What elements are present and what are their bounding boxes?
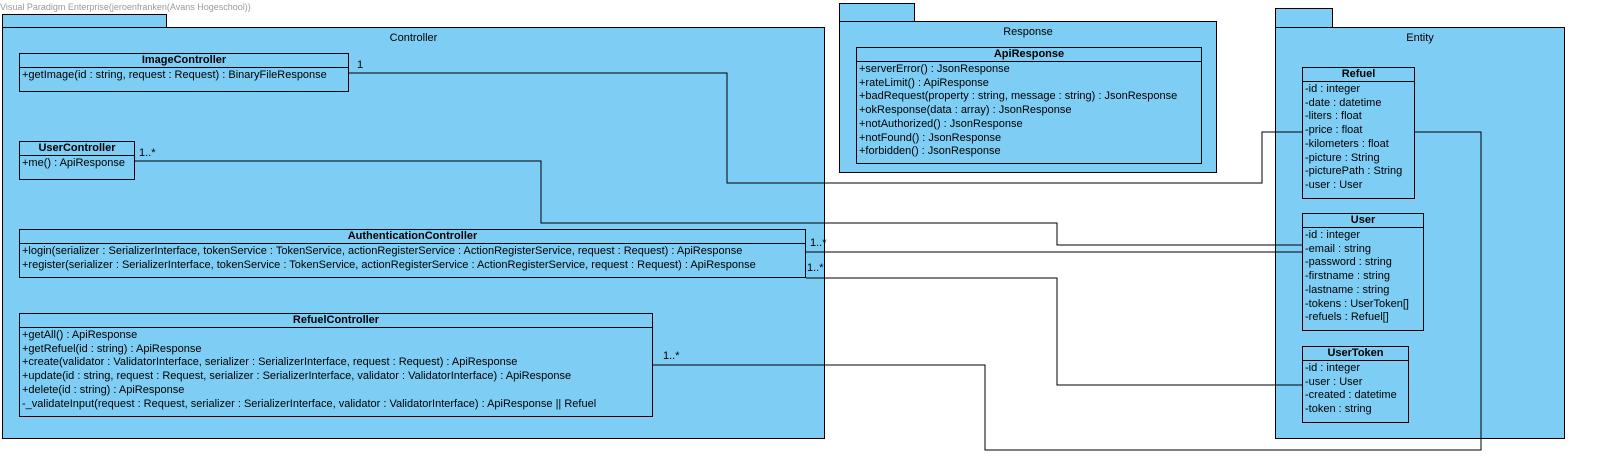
class-method: +create(validator : ValidatorInterface, …: [22, 356, 518, 369]
user-controller-class[interactable]: UserController +me() : ApiResponse: [19, 141, 135, 180]
class-attribute: -price : float: [1305, 124, 1363, 137]
authentication-controller-class[interactable]: AuthenticationController +login(serializ…: [19, 229, 806, 278]
class-method: +login(serializer : SerializerInterface,…: [22, 245, 743, 257]
class-name: UserController: [20, 142, 134, 156]
class-attribute: -date : datetime: [1305, 96, 1382, 109]
class-method: +getAll() : ApiResponse: [22, 329, 138, 341]
image-controller-class[interactable]: ImageController +getImage(id : string, r…: [19, 53, 349, 92]
class-attribute: -firstname : string: [1305, 270, 1390, 283]
class-attribute: -created : datetime: [1305, 389, 1397, 402]
user-controller-user-association: [135, 160, 1302, 246]
class-attribute: -token : string: [1305, 403, 1372, 416]
user-entity-class[interactable]: User -id : integer -email : string -pass…: [1302, 213, 1424, 331]
refuel-controller-class[interactable]: RefuelController +getAll() : ApiResponse…: [19, 313, 653, 417]
class-attribute: -picture : String: [1305, 151, 1380, 164]
class-method: +getImage(id : string, request : Request…: [22, 69, 327, 81]
response-package-name: Response: [1003, 26, 1053, 38]
multiplicity-label: 1..*: [810, 237, 827, 249]
class-attribute: -password : string: [1305, 256, 1392, 269]
class-attribute: -user : User: [1305, 375, 1363, 388]
class-attribute: -liters : float: [1305, 110, 1362, 123]
usertoken-entity-class[interactable]: UserToken -id : integer -user : User -cr…: [1302, 346, 1409, 423]
class-method: -_validateInput(request : Request, seria…: [22, 397, 597, 410]
class-method: +badRequest(property : string, message :…: [859, 90, 1178, 103]
class-name: Refuel: [1303, 68, 1414, 82]
multiplicity-label: 1..*: [663, 350, 680, 362]
class-method: +getRefuel(id : string) : ApiResponse: [22, 342, 202, 355]
class-method: +forbidden() : JsonResponse: [859, 145, 1001, 158]
class-method: +delete(id : string) : ApiResponse: [22, 383, 185, 396]
class-method: +update(id : string, request : Request, …: [22, 370, 572, 383]
image-controller-refuel-association: [349, 72, 1302, 184]
class-attribute: -id : integer: [1305, 229, 1361, 241]
class-method: +notFound() : JsonResponse: [859, 131, 1002, 144]
authentication-controller-usertoken-association: [806, 277, 1302, 386]
class-name: AuthenticationController: [20, 230, 805, 244]
class-attribute: -id : integer: [1305, 362, 1361, 374]
class-name: RefuelController: [20, 314, 652, 328]
multiplicity-label: 1: [357, 59, 364, 71]
multiplicity-label: 1..*: [139, 147, 156, 159]
watermark-text: Visual Paradigm Enterprise(jeroenfranken…: [0, 2, 251, 12]
class-attribute: -id : integer: [1305, 83, 1361, 95]
class-method: +me() : ApiResponse: [22, 157, 126, 169]
controller-package-name: Controller: [389, 32, 438, 44]
class-method: +notAuthorized() : JsonResponse: [859, 117, 1023, 130]
class-attribute: -refuels : Refuel[]: [1305, 311, 1389, 324]
class-name: UserToken: [1303, 347, 1408, 361]
class-name: User: [1303, 214, 1423, 228]
class-method: +register(serializer : SerializerInterfa…: [22, 258, 756, 271]
class-attribute: -tokens : UserToken[]: [1305, 297, 1409, 310]
class-attribute: -picturePath : String: [1305, 165, 1403, 178]
entity-package-name: Entity: [1406, 32, 1434, 44]
api-response-class[interactable]: ApiResponse +serverError() : JsonRespons…: [856, 47, 1202, 164]
class-attribute: -kilometers : float: [1305, 137, 1389, 150]
class-attribute: -lastname : string: [1305, 283, 1390, 296]
class-method: +serverError() : JsonResponse: [859, 63, 1010, 75]
class-name: ApiResponse: [857, 48, 1201, 62]
class-attribute: -user : User: [1305, 178, 1363, 191]
multiplicity-label: 1..*: [807, 262, 824, 274]
refuel-controller-refuel-association: [653, 131, 1482, 451]
class-method: +okResponse(data : array) : JsonResponse: [859, 104, 1072, 117]
refuel-entity-class[interactable]: Refuel -id : integer -date : datetime -l…: [1302, 67, 1415, 199]
class-name: ImageController: [20, 54, 348, 68]
class-method: +rateLimit() : ApiResponse: [859, 76, 989, 89]
class-attribute: -email : string: [1305, 242, 1372, 255]
